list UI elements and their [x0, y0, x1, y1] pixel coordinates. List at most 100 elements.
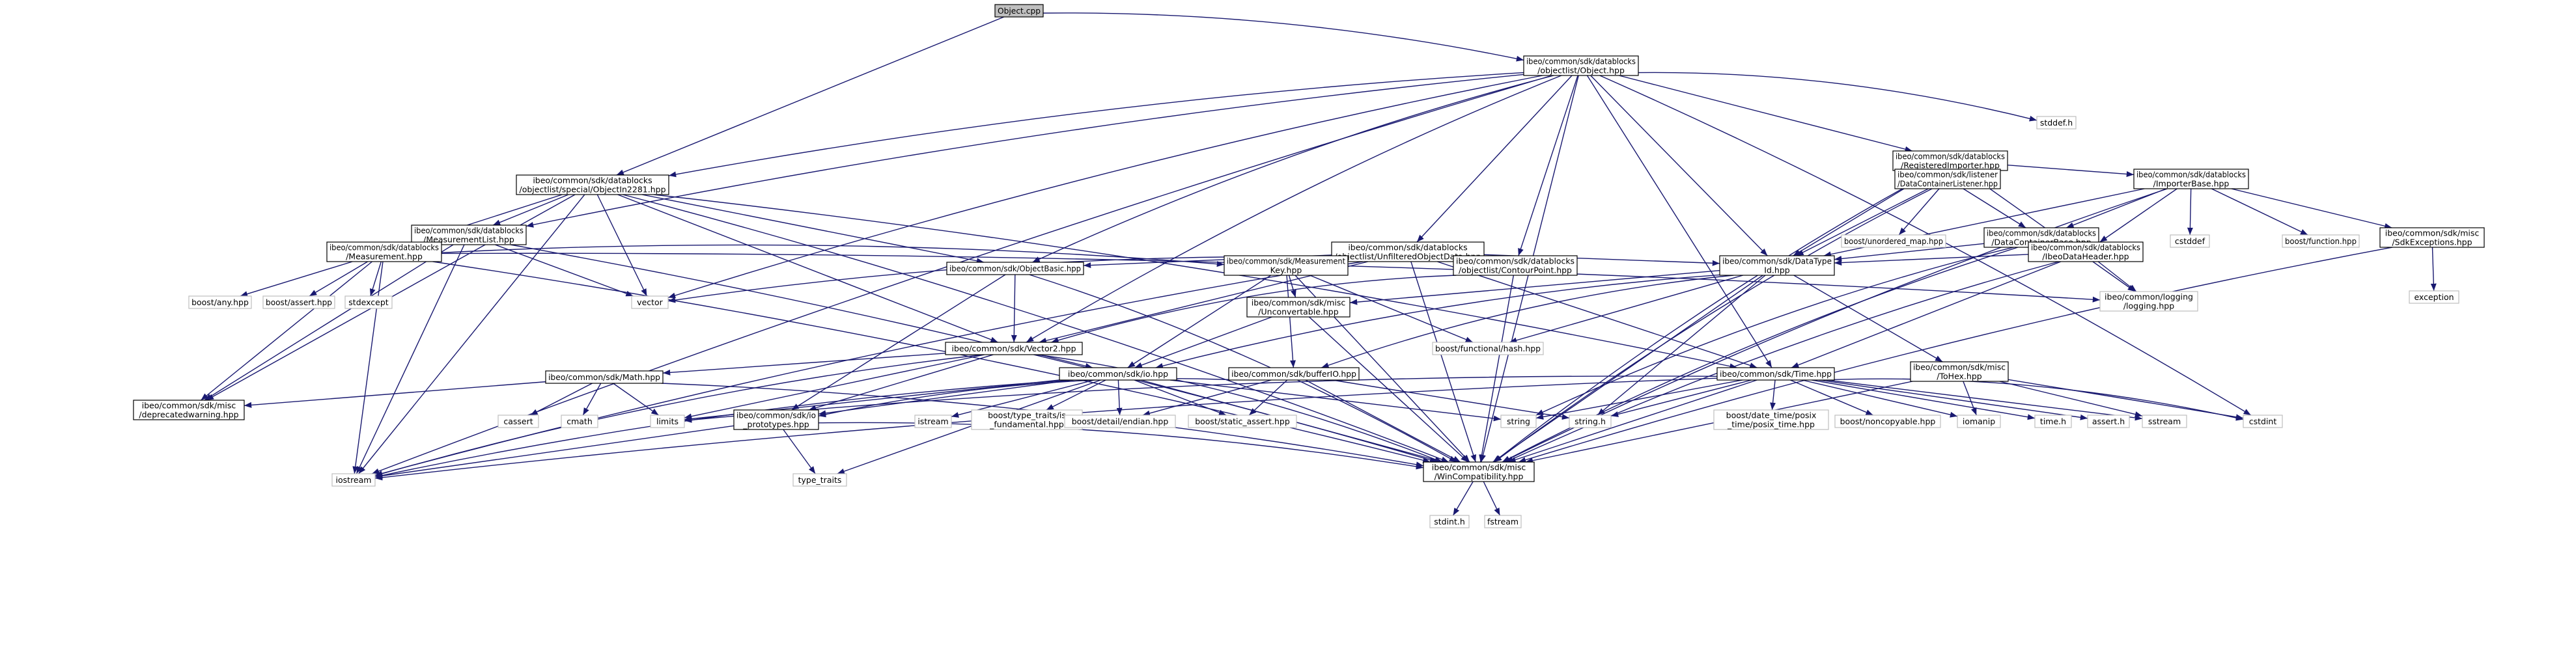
node-importer_base[interactable]: ibeo/common/sdk/datablocks/ImporterBase.…: [2133, 169, 2249, 189]
node-measurement[interactable]: ibeo/common/sdk/datablocks/Measurement.h…: [326, 241, 442, 262]
node-unconvertable[interactable]: ibeo/common/sdk/misc/Unconvertable.hpp: [1246, 297, 1351, 318]
node-io_prototypes[interactable]: ibeo/common/sdk/io_prototypes.hpp: [733, 409, 819, 430]
edge-object_hpp-to-unfiltered_object_data: [1416, 75, 1573, 243]
node-label-buffer_io-line-0: ibeo/common/sdk/bufferIO.hpp: [1231, 369, 1356, 379]
node-label-ibeo_data_header-line-0: ibeo/common/sdk/datablocks: [2031, 243, 2140, 252]
node-label-sdk_exceptions-line-0: ibeo/common/sdk/misc: [2385, 228, 2480, 238]
node-box-fstream: [1484, 515, 1522, 528]
node-box-string: [1500, 415, 1537, 428]
node-functional_hash: boost/functional/hash.hpp: [1432, 342, 1544, 355]
node-dc_listener[interactable]: ibeo/common/sdk/listener/DataContainerLi…: [1894, 169, 2001, 189]
node-object_cpp[interactable]: Object.cpp: [994, 4, 1044, 18]
edge-importer_base-to-boost_function: [2211, 188, 2308, 236]
node-box-vector: [631, 295, 669, 309]
node-box-boost_any: [188, 295, 252, 309]
edge-object_cpp-to-objectin2281: [616, 16, 1005, 176]
node-label-boost_function-line-0: boost/function.hpp: [2285, 236, 2357, 246]
edge-object_hpp-to-time_hpp: [1586, 75, 1772, 368]
node-posix_time: boost/date_time/posix_time/posix_time.hp…: [1713, 409, 1829, 430]
edge-objectin2281-to-win_compat: [623, 194, 1449, 463]
edge-measurement-to-measurement_key: [441, 244, 1225, 267]
node-time_hpp[interactable]: ibeo/common/sdk/Time.hpp: [1716, 367, 1835, 381]
node-objectin2281[interactable]: ibeo/common/sdk/datablocks/objectlist/sp…: [516, 174, 669, 195]
node-measurement_list[interactable]: ibeo/common/sdk/datablocks/MeasurementLi…: [411, 225, 527, 245]
node-label-io_hpp-line-0: ibeo/common/sdk/io.hpp: [1068, 369, 1168, 379]
node-unfiltered_object_data[interactable]: ibeo/common/sdk/datablocks/objectlist/Un…: [1331, 241, 1485, 262]
node-box-objectin2281: [516, 174, 669, 195]
node-label-cassert-line-0: cassert: [503, 416, 533, 426]
edge-measurement_list-to-vector: [495, 244, 634, 297]
node-string_h: string.h: [1569, 415, 1612, 428]
node-unordered_map: boost/unordered_map.hpp: [1841, 234, 1946, 248]
node-object_basic[interactable]: ibeo/common/sdk/ObjectBasic.hpp: [946, 262, 1084, 275]
node-type_traits: type_traits: [792, 473, 847, 487]
edge-dc_listener-to-datatype_id: [1796, 188, 1929, 256]
edge-time_hpp-to-iomanip: [1802, 379, 1958, 418]
node-box-io_prototypes: [733, 409, 819, 430]
node-label-posix_time-line-1: _time/posix_time.hpp: [1727, 420, 1815, 429]
edge-win_compat-to-fstream: [1483, 481, 1501, 516]
node-label-is_fundamental-line-0: boost/type_traits/is: [988, 411, 1066, 420]
edge-dc_listener-to-dc_base: [1963, 188, 2026, 228]
edge-measurement-to-iostream: [352, 261, 384, 474]
node-box-deprecated_warning: [133, 400, 245, 420]
node-tohex[interactable]: ibeo/common/sdk/misc/ToHex.hpp: [1910, 361, 2009, 382]
node-box-boost_assert: [262, 295, 335, 309]
node-label-ibeo_data_header-line-1: /IbeoDataHeader.hpp: [2042, 252, 2129, 262]
node-sdk_exceptions[interactable]: ibeo/common/sdk/misc/SdkExceptions.hpp: [2379, 227, 2485, 248]
edge-io_prototypes-to-type_traits: [783, 429, 816, 474]
node-box-measurement_key: [1224, 255, 1349, 276]
node-deprecated_warning[interactable]: ibeo/common/sdk/misc/deprecatedwarning.h…: [133, 400, 245, 420]
node-label-objectin2281-line-1: /objectlist/special/ObjectIn2281.hpp: [519, 185, 665, 195]
node-detail_endian: boost/detail/endian.hpp: [1064, 415, 1176, 428]
node-label-boost_any-line-0: boost/any.hpp: [191, 297, 249, 307]
node-label-is_fundamental-line-1: _fundamental.hpp: [989, 420, 1064, 429]
node-stdint_h: stdint.h: [1429, 515, 1470, 528]
edge-io_prototypes-to-win_compat: [818, 422, 1424, 470]
node-vector: vector: [631, 295, 669, 309]
edge-io_hpp-to-string: [1169, 379, 1502, 422]
node-iomanip: iomanip: [1957, 415, 2001, 428]
node-box-object_cpp: [994, 4, 1044, 18]
node-box-ibeo_data_header: [2028, 241, 2144, 262]
edge-measurement-to-deprecated_warning: [201, 261, 372, 401]
node-box-time_hpp: [1716, 367, 1835, 381]
node-label-io_prototypes-line-0: ibeo/common/sdk/io: [736, 411, 816, 420]
node-label-iostream-line-0: iostream: [336, 475, 372, 485]
edge-measurement-to-boost_assert: [309, 261, 369, 297]
node-box-object_basic: [946, 262, 1084, 275]
node-box-functional_hash: [1432, 342, 1544, 355]
node-box-cstddef: [2170, 234, 2210, 248]
node-io_hpp[interactable]: ibeo/common/sdk/io.hpp: [1059, 367, 1177, 381]
node-contour_point[interactable]: ibeo/common/sdk/datablocks/objectlist/Co…: [1453, 255, 1578, 276]
edge-object_hpp-to-object_basic: [1032, 75, 1554, 263]
edge-io_hpp-to-iostream: [374, 379, 1074, 478]
node-box-stdint_h: [1429, 515, 1470, 528]
node-sstream: sstream: [2142, 415, 2187, 428]
edge-math_hpp-to-limits: [613, 383, 659, 416]
node-label-iomanip-line-0: iomanip: [1963, 416, 1995, 426]
node-object_hpp[interactable]: ibeo/common/sdk/datablocks/objectlist/Ob…: [1523, 55, 1639, 76]
edge-datatype_id-to-tohex: [1793, 275, 1943, 362]
node-limits: limits: [650, 415, 685, 428]
edge-importer_base-to-sdk_exceptions: [2231, 188, 2392, 229]
node-ibeo_data_header[interactable]: ibeo/common/sdk/datablocks/IbeoDataHeade…: [2028, 241, 2144, 262]
node-cstdint: cstdint: [2243, 415, 2283, 428]
node-box-assert_h: [2087, 415, 2130, 428]
edge-time_hpp-to-posix_time: [1770, 379, 1776, 411]
edge-io_hpp-to-detail_endian: [1116, 379, 1123, 416]
node-label-string_h-line-0: string.h: [1575, 416, 1606, 426]
node-win_compat[interactable]: ibeo/common/sdk/misc/WinCompatibility.hp…: [1423, 461, 1535, 482]
node-label-stdint_h-line-0: stdint.h: [1434, 517, 1465, 526]
node-boost_any: boost/any.hpp: [188, 295, 252, 309]
edge-vector2-to-win_compat: [1037, 354, 1442, 463]
node-registered_importer[interactable]: ibeo/common/sdk/datablocks/RegisteredImp…: [1892, 150, 2008, 171]
node-layer: Object.cpp ibeo/common/sdk/datablocks/obj…: [133, 4, 2485, 528]
node-vector2[interactable]: ibeo/common/sdk/Vector2.hpp: [945, 342, 1083, 355]
node-label-posix_time-line-0: boost/date_time/posix: [1726, 411, 1817, 420]
node-math_hpp[interactable]: ibeo/common/sdk/Math.hpp: [545, 370, 664, 384]
node-logging: ibeo/common/logging/logging.hpp: [2099, 291, 2198, 312]
node-buffer_io[interactable]: ibeo/common/sdk/bufferIO.hpp: [1228, 367, 1360, 381]
